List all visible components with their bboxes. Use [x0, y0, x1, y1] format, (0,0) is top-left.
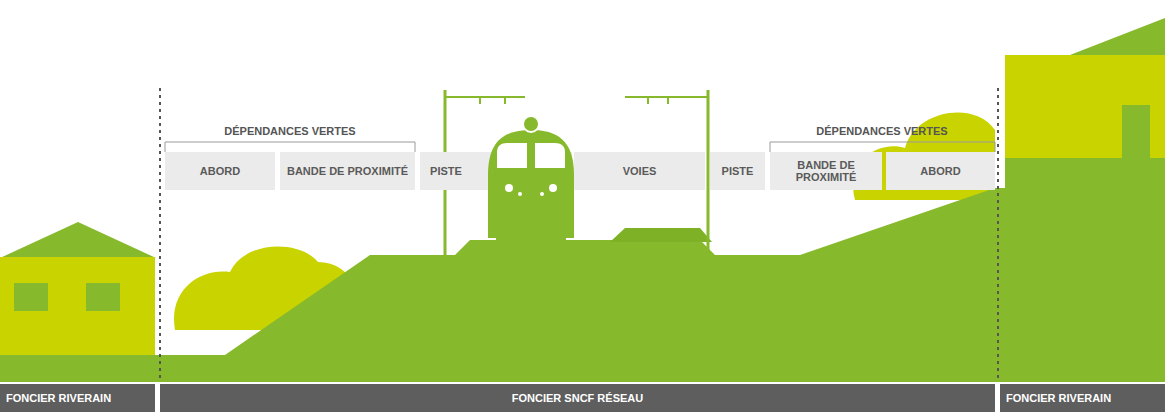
train-window	[497, 143, 527, 168]
terrain	[0, 158, 1165, 382]
catenary-wire	[445, 96, 525, 98]
zone-label: PISTE	[430, 165, 462, 177]
train-light	[549, 184, 557, 192]
boundary-line	[159, 88, 161, 382]
zone-box: BANDE DE PROXIMITÉ	[280, 152, 415, 190]
bar-ground	[0, 382, 1165, 412]
zone-box: ABORD	[165, 152, 275, 190]
zone-label: BANDE DE PROXIMITÉ	[287, 165, 408, 177]
house	[0, 257, 155, 362]
bracket	[165, 142, 415, 152]
group-label: DÉPENDANCES VERTES	[224, 125, 355, 138]
roof	[1070, 18, 1165, 55]
train-light	[518, 192, 522, 196]
zone-box: PISTE	[710, 152, 765, 190]
window	[14, 283, 48, 311]
zone-box: ABORD	[886, 152, 995, 190]
zone-label: BANDE DE PROXIMITÉ	[774, 159, 878, 183]
train-bogie	[496, 236, 566, 242]
train-light	[540, 192, 544, 196]
zone-box: BANDE DE PROXIMITÉ	[770, 152, 882, 190]
zone-label: ABORD	[200, 165, 240, 177]
roof	[0, 222, 156, 258]
zone-label: FONCIER RIVERAIN	[1006, 392, 1111, 405]
zone-label: VOIES	[623, 165, 657, 177]
zone-label: FONCIER RIVERAIN	[6, 392, 111, 405]
group-label: DÉPENDANCES VERTES	[816, 125, 947, 138]
train	[488, 130, 574, 238]
ballast	[455, 240, 715, 255]
boundary-line	[997, 88, 999, 382]
train-light	[505, 184, 513, 192]
land-band: FONCIER RIVERAIN	[0, 384, 155, 412]
catenary-wire	[479, 97, 481, 104]
zone-label: ABORD	[920, 165, 960, 177]
catenary-wire	[667, 97, 669, 104]
zone-box: VOIES	[574, 152, 705, 190]
zone-box: PISTE	[420, 152, 472, 190]
land-band: FONCIER SNCF RÉSEAU	[160, 384, 995, 412]
catenary-wire	[625, 96, 708, 98]
train-window	[535, 143, 565, 168]
train-light	[523, 116, 539, 132]
catenary-wire	[647, 97, 649, 104]
land-band: FONCIER RIVERAIN	[1000, 384, 1165, 412]
rail-track	[610, 228, 712, 242]
window	[86, 283, 120, 311]
catenary-wire	[504, 97, 506, 104]
zone-label: FONCIER SNCF RÉSEAU	[512, 392, 643, 405]
window	[1122, 105, 1150, 158]
zone-label: PISTE	[722, 165, 754, 177]
bracket	[770, 142, 995, 152]
